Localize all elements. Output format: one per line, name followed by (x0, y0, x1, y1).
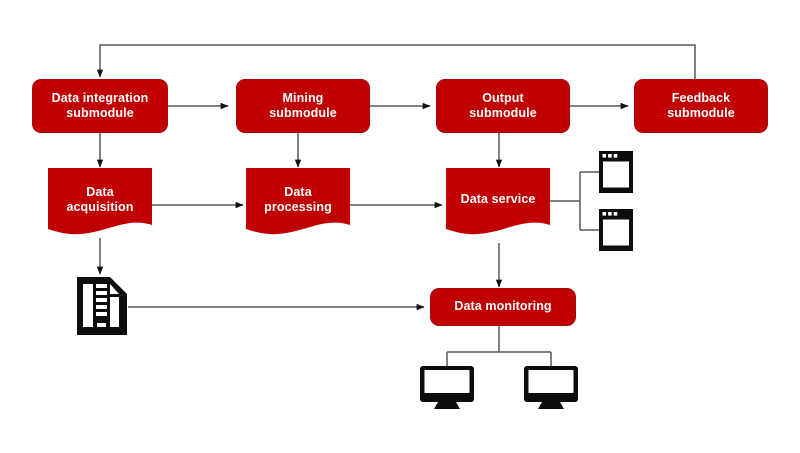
node-label: Data acquisition (48, 185, 152, 224)
window-dot-icon (602, 212, 607, 216)
window-dot-icon (613, 154, 618, 158)
node-label-line2: acquisition (66, 200, 134, 214)
node-label-line2: submodule (469, 106, 537, 120)
node-label: Data monitoring (454, 299, 552, 314)
node-label-line2: submodule (667, 106, 735, 120)
node-label: Data integration submodule (52, 91, 149, 122)
desktop-monitor-icon-left[interactable] (420, 366, 474, 410)
window-dot-icon (608, 212, 612, 216)
node-label-line2: submodule (66, 106, 134, 120)
node-label: Feedback submodule (667, 91, 735, 122)
node-label: Data service (460, 192, 536, 207)
node-mining-submodule[interactable]: Mining submodule (236, 79, 370, 133)
window-dot-icon (613, 212, 618, 216)
node-label: Data processing (246, 185, 350, 224)
node-label: Output submodule (469, 91, 537, 122)
node-label: Mining submodule (269, 91, 337, 122)
wave-shape (446, 168, 550, 235)
node-data-acquisition[interactable]: Data acquisition (48, 168, 152, 240)
node-output-submodule[interactable]: Output submodule (436, 79, 570, 133)
node-label-line1: Output (482, 90, 524, 105)
node-label-line1: Mining (282, 90, 324, 105)
node-label-line1: Data (284, 184, 312, 199)
window-dot-icon (608, 154, 612, 158)
node-feedback-submodule[interactable]: Feedback submodule (634, 79, 768, 133)
node-label-line1: Data (86, 184, 114, 199)
wave-shape (246, 168, 350, 235)
node-label-line1: Data integration (51, 90, 149, 105)
edge-feedback-loop (96, 44, 696, 81)
zip-archive-file-icon[interactable] (74, 275, 130, 337)
node-label-line1: Feedback (671, 90, 731, 105)
browser-window-icon-bottom[interactable] (599, 209, 633, 251)
node-data-monitoring[interactable]: Data monitoring (430, 288, 576, 326)
node-data-integration-submodule[interactable]: Data integration submodule (32, 79, 168, 133)
node-data-processing[interactable]: Data processing (246, 168, 350, 240)
browser-window-icon-top[interactable] (599, 151, 633, 193)
desktop-monitor-icon-right[interactable] (524, 366, 578, 410)
node-label-line2: submodule (269, 106, 337, 120)
window-dot-icon (602, 154, 607, 158)
wave-shape (48, 168, 152, 235)
node-data-service[interactable]: Data service (446, 168, 550, 240)
node-label-line2: processing (264, 200, 332, 214)
